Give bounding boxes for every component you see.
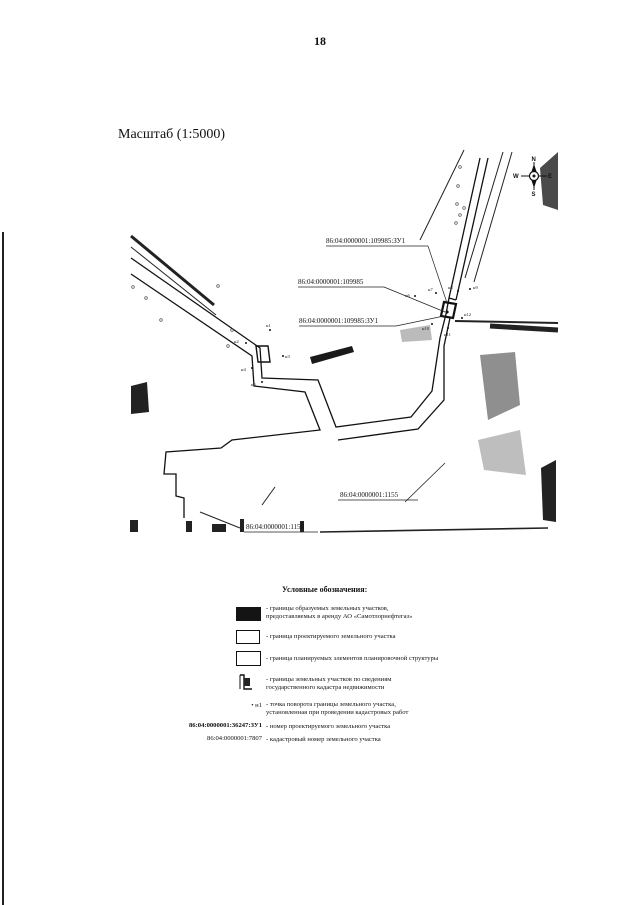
svg-text:н6: н6 [405, 293, 410, 298]
legend-text-planned: - граница планируемых элементов планиров… [266, 655, 439, 662]
legend-code-cadastral: 86:04:0000001:7807 [207, 735, 262, 742]
compass-w-label: W [513, 174, 519, 180]
svg-text:86:04:0000001:109985:ЗУ1: 86:04:0000001:109985:ЗУ1 [299, 317, 379, 325]
page-number: 18 [314, 34, 326, 48]
junction-marker [445, 310, 449, 314]
compass-e-label: E [548, 174, 552, 180]
svg-text:н1: н1 [266, 323, 271, 328]
parcel-label-1[interactable]: 86:04:0000001:109985:ЗУ1 [326, 237, 448, 304]
parcel-label-3[interactable]: 86:04:0000001:109985:ЗУ1 [299, 315, 445, 327]
svg-text:н7: н7 [428, 287, 433, 292]
legend-text-point: - точка поворота границы земельного учас… [266, 701, 409, 717]
parcel-label-5[interactable]: 86:04:0000001:1156 [244, 523, 318, 533]
compass: N S W E [513, 157, 552, 198]
svg-text:н11: н11 [444, 332, 452, 337]
compass-n-label: N [532, 157, 536, 163]
legend-text-projected-number: - номер проектируемого земельного участк… [266, 723, 391, 730]
legend-swatch-planned [236, 651, 261, 666]
parcel-label-4[interactable]: 86:04:0000001:1155 [338, 491, 418, 501]
legend-text-projected: - граница проектируемого земельного учас… [266, 633, 396, 640]
parcel-label-2[interactable]: 86:04:0000001:109985 [298, 278, 446, 313]
svg-text:86:04:0000001:1156: 86:04:0000001:1156 [246, 523, 305, 531]
svg-text:86:04:0000001:1155: 86:04:0000001:1155 [340, 491, 399, 499]
compass-s-label: S [532, 192, 536, 198]
legend-swatch-formed [236, 607, 261, 621]
svg-text:н8: н8 [448, 285, 453, 290]
legend-title: Условные обозначения: [282, 585, 368, 594]
svg-text:86:04:0000001:109985:ЗУ1: 86:04:0000001:109985:ЗУ1 [326, 237, 406, 245]
svg-text:86:04:0000001:109985: 86:04:0000001:109985 [298, 278, 364, 286]
hatched-areas [130, 152, 558, 532]
cadastre-symbols [186, 519, 304, 532]
legend-text-formed: - границы образуемых земельных участков,… [266, 605, 413, 621]
svg-text:н2: н2 [234, 339, 239, 344]
svg-text:н9: н9 [473, 285, 478, 290]
legend-text-cadastre: - границы земельных участков по сведения… [266, 676, 392, 692]
svg-text:н3: н3 [285, 354, 290, 359]
scale-label: Масштаб (1:5000) [118, 127, 225, 142]
planned-structure-boundary [130, 157, 489, 518]
formed-parcel[interactable] [439, 300, 458, 320]
legend-swatch-cadastre [239, 674, 252, 690]
legend-swatch-projected [236, 630, 260, 644]
legend-point-symbol: • н1 [251, 702, 262, 709]
svg-text:н5: н5 [251, 382, 256, 387]
small-parcel-left[interactable] [255, 345, 271, 363]
turning-point-labels: н1 н2 н3 н4 н5 н6 н7 н8 н9 н10 н11 н12 [234, 285, 478, 387]
legend-code-projected: 86:04:0000001:36247:ЗУ1 [189, 722, 262, 729]
map-circle-symbols [131, 165, 466, 348]
turning-points [245, 288, 471, 383]
legend-text-cadastral-number: - кадастровый номер земельного участка [266, 736, 381, 743]
background-lines [130, 149, 559, 533]
svg-text:н12: н12 [464, 312, 472, 317]
svg-text:н10: н10 [422, 326, 430, 331]
svg-text:н4: н4 [241, 367, 246, 372]
